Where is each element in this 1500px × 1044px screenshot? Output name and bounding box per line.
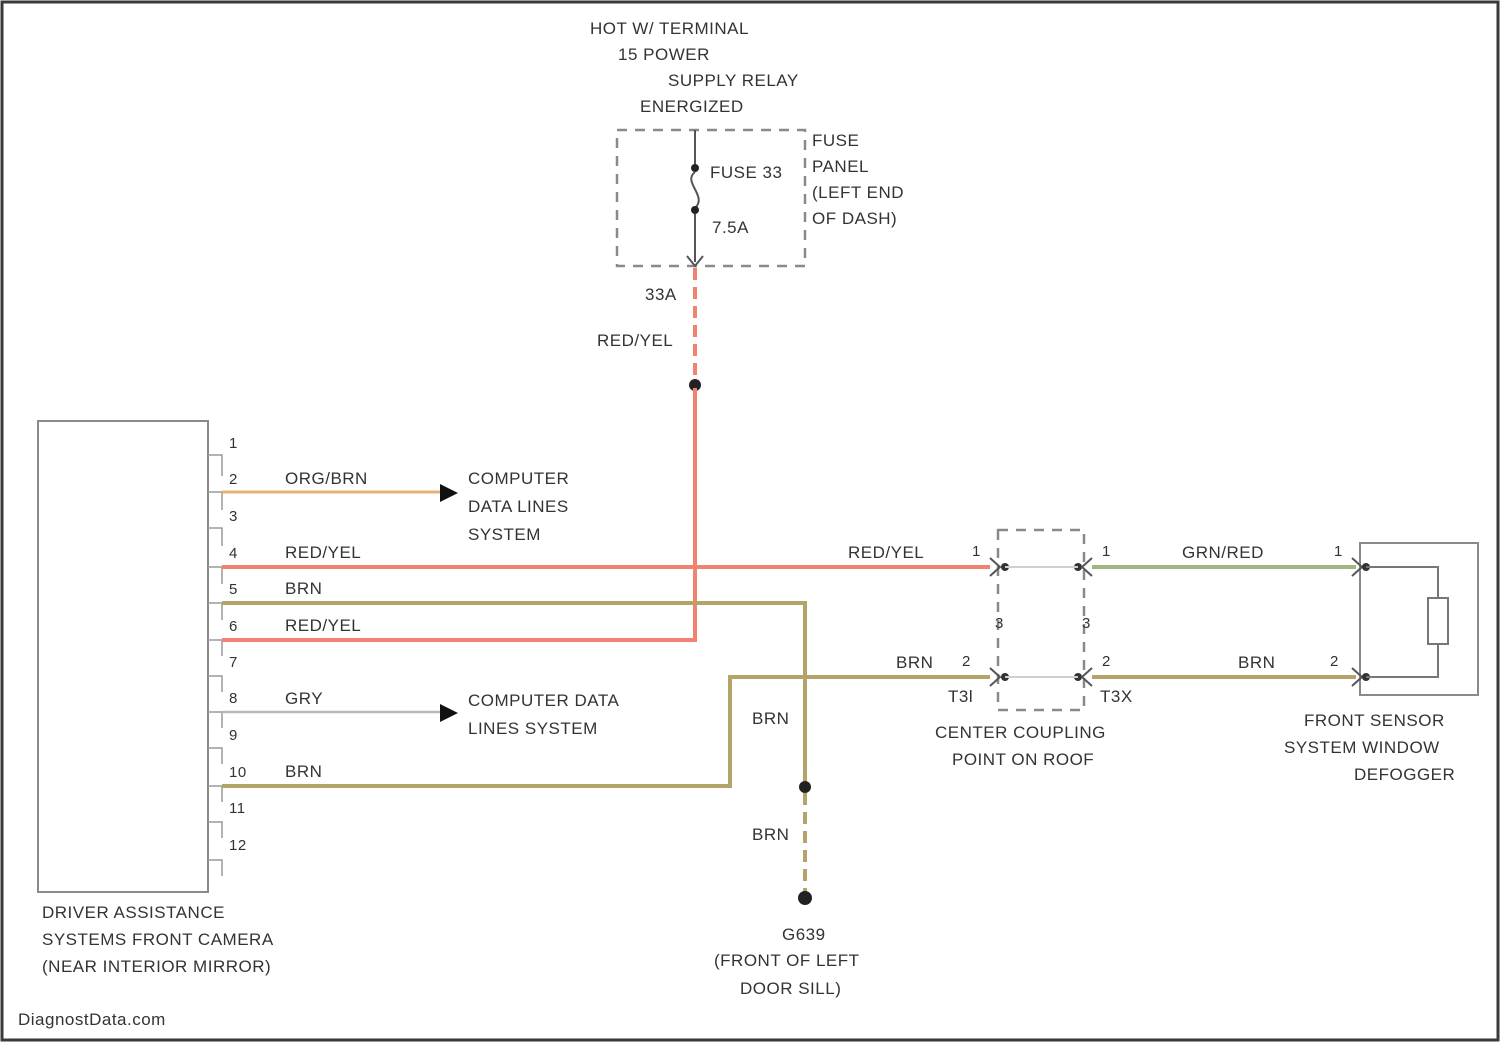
svg-text:DEFOGGER: DEFOGGER [1354, 765, 1455, 784]
svg-text:12: 12 [229, 837, 247, 854]
coupling-left-pin-1: 1 [972, 543, 981, 560]
svg-text:G639: G639 [782, 925, 826, 944]
svg-text:15 POWER: 15 POWER [618, 45, 710, 64]
svg-text:CENTER COUPLING: CENTER COUPLING [935, 723, 1106, 742]
svg-text:POINT ON ROOF: POINT ON ROOF [952, 750, 1094, 769]
fuse-symbol [687, 130, 703, 266]
coupling-left-connector: T3l [948, 687, 973, 706]
wire-label-coupler-in-2: BRN [896, 653, 933, 672]
svg-text:2: 2 [229, 471, 238, 488]
svg-text:8: 8 [229, 690, 238, 707]
fuse-rating: 7.5A [712, 218, 749, 237]
svg-text:5: 5 [229, 581, 238, 598]
svg-text:SUPPLY RELAY: SUPPLY RELAY [668, 71, 799, 90]
wire-label-pin6: RED/YEL [285, 616, 361, 635]
svg-text:FRONT SENSOR: FRONT SENSOR [1304, 711, 1445, 730]
camera-pin-6: 6 [208, 618, 238, 656]
wire-label-coupler-out-1: GRN/RED [1182, 543, 1264, 562]
wire-label-coupler-in-1: RED/YEL [848, 543, 924, 562]
coupling-right-pin-2: 2 [1102, 653, 1111, 670]
svg-text:HOT W/ TERMINAL: HOT W/ TERMINAL [590, 19, 749, 38]
svg-text:7: 7 [229, 654, 238, 671]
fuse-panel-label: FUSE PANEL (LEFT END OF DASH) [812, 131, 904, 228]
camera-pin-11: 11 [208, 800, 246, 838]
coupling-left-pin-2: 2 [962, 653, 971, 670]
svg-text:3: 3 [229, 508, 238, 525]
camera-pin-9: 9 [208, 727, 238, 764]
camera-pin-7: 7 [208, 654, 238, 692]
coupling-right-connector: T3X [1100, 687, 1133, 706]
coupling-mid-pin-right: 3 [1082, 615, 1091, 632]
wire-label-pin10: BRN [285, 762, 322, 781]
wire-label-pin4: RED/YEL [285, 543, 361, 562]
wire-label-pin2: ORG/BRN [285, 469, 368, 488]
svg-text:11: 11 [229, 800, 246, 817]
svg-text:DOOR SILL): DOOR SILL) [740, 979, 841, 998]
camera-pin-12: 12 [208, 837, 247, 876]
svg-text:9: 9 [229, 727, 238, 744]
wire-label-pin5: BRN [285, 579, 322, 598]
svg-text:(NEAR INTERIOR MIRROR): (NEAR INTERIOR MIRROR) [42, 957, 271, 976]
svg-text:DRIVER ASSISTANCE: DRIVER ASSISTANCE [42, 903, 225, 922]
camera-pin-1: 1 [208, 435, 238, 476]
svg-text:10: 10 [229, 764, 247, 781]
svg-text:4: 4 [229, 545, 238, 562]
camera-pin-5: 5 [208, 581, 238, 620]
fuse-terminal: 33A [645, 285, 677, 304]
ground-point [798, 891, 812, 905]
camera-pin-list: 1 2 3 4 5 6 7 8 9 10 11 12 [208, 435, 247, 876]
camera-pin-3: 3 [208, 508, 238, 546]
defogger-box [1360, 543, 1478, 695]
wire-label-ground-drop: BRN [752, 825, 789, 844]
svg-text:OF DASH): OF DASH) [812, 209, 897, 228]
svg-text:COMPUTER: COMPUTER [468, 469, 569, 488]
camera-pin-4: 4 [208, 545, 238, 584]
arrow-data-lines-1 [440, 484, 458, 502]
wire-label-coupler-out-2: BRN [1238, 653, 1275, 672]
svg-text:PANEL: PANEL [812, 157, 869, 176]
watermark: DiagnostData.com [18, 1010, 166, 1029]
ground-label: G639 (FRONT OF LEFT DOOR SILL) [714, 925, 860, 998]
center-coupling-label: CENTER COUPLING POINT ON ROOF [935, 723, 1106, 769]
splice-ground-top [799, 781, 811, 793]
fuse-panel-box [617, 130, 805, 266]
svg-text:ENERGIZED: ENERGIZED [640, 97, 744, 116]
center-coupling-box [998, 530, 1084, 710]
svg-text:COMPUTER DATA: COMPUTER DATA [468, 691, 619, 710]
camera-module-label: DRIVER ASSISTANCE SYSTEMS FRONT CAMERA (… [42, 903, 274, 976]
coupling-mid-pin-left: 3 [995, 615, 1004, 632]
svg-text:FUSE: FUSE [812, 131, 859, 150]
defogger-label: FRONT SENSOR SYSTEM WINDOW DEFOGGER [1284, 711, 1455, 784]
power-source-label: HOT W/ TERMINAL 15 POWER SUPPLY RELAY EN… [590, 19, 799, 116]
wire-label-pin8: GRY [285, 689, 323, 708]
camera-pin-8: 8 [208, 690, 238, 728]
svg-text:SYSTEM WINDOW: SYSTEM WINDOW [1284, 738, 1440, 757]
svg-text:(LEFT END: (LEFT END [812, 183, 904, 202]
svg-text:DATA LINES: DATA LINES [468, 497, 569, 516]
svg-text:LINES SYSTEM: LINES SYSTEM [468, 719, 598, 738]
data-lines-system-1: COMPUTER DATA LINES SYSTEM [468, 469, 569, 544]
svg-text:6: 6 [229, 618, 238, 635]
defogger-pin-1: 1 [1334, 543, 1343, 560]
svg-text:SYSTEMS FRONT CAMERA: SYSTEMS FRONT CAMERA [42, 930, 274, 949]
svg-text:SYSTEM: SYSTEM [468, 525, 541, 544]
arrow-data-lines-2 [440, 704, 458, 722]
defogger-pin-2: 2 [1330, 653, 1339, 670]
svg-text:(FRONT OF LEFT: (FRONT OF LEFT [714, 951, 860, 970]
svg-text:1: 1 [229, 435, 238, 452]
wire-label-ground-vert: BRN [752, 709, 789, 728]
camera-module-box [38, 421, 208, 892]
coupling-right-pin-1: 1 [1102, 543, 1111, 560]
data-lines-system-2: COMPUTER DATA LINES SYSTEM [468, 691, 619, 738]
camera-pin-10: 10 [208, 764, 247, 802]
fuse-id: FUSE 33 [710, 163, 782, 182]
wire-label-fuse-output: RED/YEL [597, 331, 673, 350]
